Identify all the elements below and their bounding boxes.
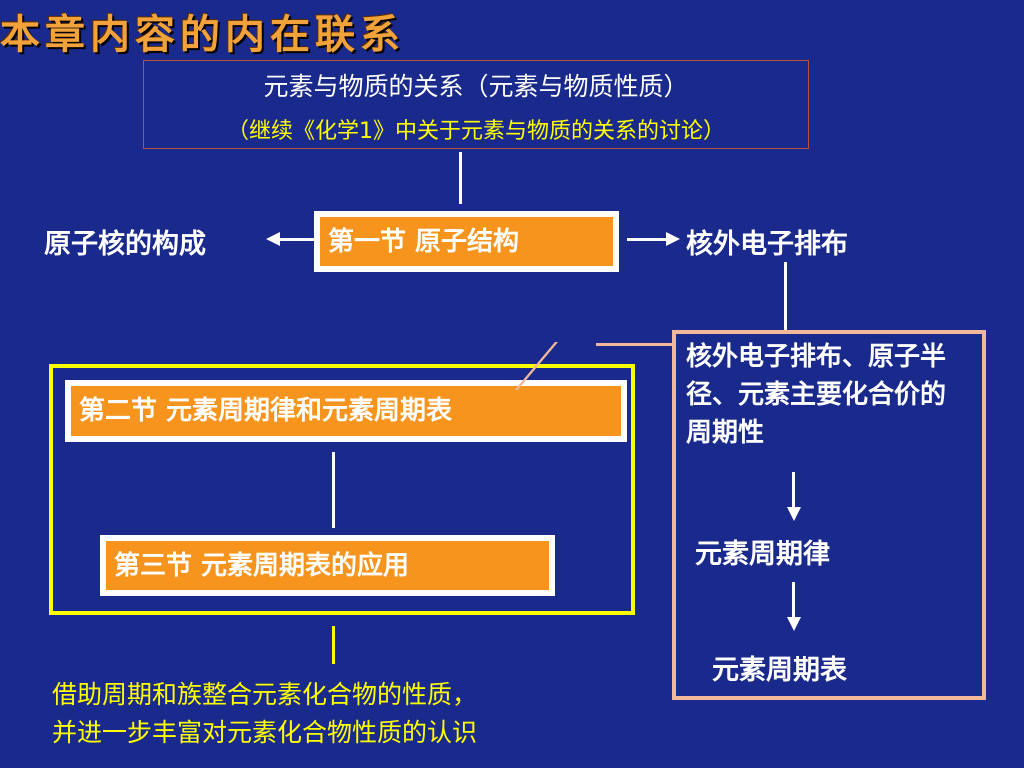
connector-electron-to-box (784, 262, 787, 330)
arrow-left-shaft (278, 238, 314, 241)
periodic-law-label: 元素周期律 (695, 539, 830, 570)
arrow-down2-shaft (792, 582, 795, 618)
peach-connector-horizontal (596, 343, 676, 346)
top-box-line2: （继续《化学1》中关于元素与物质的关系的讨论） (227, 119, 725, 144)
section1-label: 第一节 原子结构 (320, 217, 613, 266)
periodicity-box (672, 330, 986, 700)
periodic-table-label: 元素周期表 (712, 655, 847, 686)
top-relation-box: 元素与物质的关系（元素与物质性质） （继续《化学1》中关于元素与物质的关系的讨论… (143, 60, 809, 149)
page-title: 本章内容的内在联系 (0, 12, 405, 58)
section2-box: 第二节 元素周期律和元素周期表 (65, 380, 627, 442)
sections-frame (49, 364, 635, 615)
section1-box: 第一节 原子结构 (314, 211, 619, 272)
periodicity-description: 核外电子排布、原子半径、元素主要化合价的周期性 (686, 342, 947, 448)
arrow-right-head (666, 232, 680, 246)
section3-label: 第三节 元素周期表的应用 (106, 541, 549, 590)
connector-section2-to-section3 (332, 452, 335, 528)
arrow-right-shaft (627, 238, 669, 241)
connector-frame-to-bottom (332, 626, 335, 664)
electron-config-label: 核外电子排布 (686, 229, 848, 260)
section2-label: 第二节 元素周期律和元素周期表 (71, 386, 621, 436)
connector-top-to-section1 (459, 152, 462, 204)
arrow-down2-head (787, 617, 801, 631)
bottom-text-line1: 借助周期和族整合元素化合物的性质， (52, 680, 478, 709)
arrow-down1-head (787, 507, 801, 521)
bottom-text-line2: 并进一步丰富对元素化合物性质的认识 (52, 718, 478, 747)
arrow-down1-shaft (792, 472, 795, 508)
section3-box: 第三节 元素周期表的应用 (100, 535, 555, 596)
top-box-line1: 元素与物质的关系（元素与物质性质） (263, 72, 689, 101)
atomic-nucleus-label: 原子核的构成 (44, 229, 206, 260)
arrow-left-head (266, 232, 280, 246)
